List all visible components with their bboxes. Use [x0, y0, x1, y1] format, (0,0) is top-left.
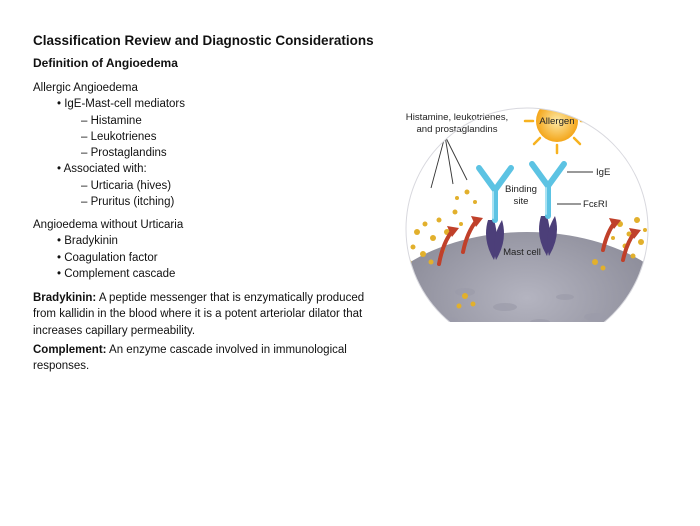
associated-pruritus: – Pruritus (itching) — [81, 196, 175, 209]
illustration-border — [405, 107, 649, 322]
bradykinin-definition: Bradykinin: A peptide messenger that is … — [33, 290, 368, 339]
item-complement-cascade: • Complement cascade — [57, 267, 176, 280]
mast-cell-body — [406, 232, 648, 322]
ige-antibodies — [476, 161, 567, 223]
label-fceri: FcεRI — [583, 199, 608, 210]
label-pointers — [430, 135, 593, 205]
without-urticaria-block: Angioedema without Urticaria • Bradykini… — [33, 217, 368, 282]
allergic-angioedema-block: Allergic Angioedema • IgE-Mast-cell medi… — [33, 80, 368, 210]
item-bradykinin: • Bradykinin — [57, 235, 118, 248]
granules-bottom — [456, 259, 606, 309]
label-histamine-line2: and prostaglandins — [416, 124, 497, 135]
bradykinin-term: Bradykinin: — [33, 292, 97, 304]
fceri-receptors — [486, 216, 557, 260]
associated-urticaria: – Urticaria (hives) — [81, 179, 172, 192]
label-ige: IgE — [596, 167, 610, 178]
mediator-histamine: – Histamine — [81, 114, 142, 127]
mast-cell-svg: Histamine, leukotrienes, and prostagland… — [405, 107, 649, 322]
label-allergen: Allergen — [539, 116, 574, 127]
mast-cell-illustration: Histamine, leukotrienes, and prostagland… — [395, 92, 695, 322]
release-arrow-heads — [447, 216, 641, 239]
mediators-label: • IgE-Mast-cell mediators — [57, 98, 186, 111]
page-title: Classification Review and Diagnostic Con… — [33, 33, 374, 48]
label-binding-line2: site — [514, 196, 529, 207]
without-urticaria-heading: Angioedema without Urticaria — [33, 219, 184, 231]
cell-texture — [442, 288, 606, 322]
complement-term: Complement: — [33, 344, 107, 356]
complement-definition: Complement: An enzyme cascade involved i… — [33, 342, 368, 375]
mediator-prostaglandins: – Prostaglandins — [81, 147, 167, 160]
illustration-circle — [406, 108, 648, 322]
label-histamine-line1: Histamine, leukotrienes, — [406, 112, 508, 123]
associated-label: • Associated with: — [57, 163, 147, 176]
allergic-heading: Allergic Angioedema — [33, 82, 138, 94]
mediator-leukotrienes: – Leukotrienes — [81, 130, 157, 143]
item-coagulation-factor: • Coagulation factor — [57, 251, 158, 264]
section-subtitle: Definition of Angioedema — [33, 56, 178, 70]
complement-text: An enzyme cascade involved in immunologi… — [33, 344, 347, 373]
bradykinin-text: A peptide messenger that is enzymaticall… — [33, 292, 365, 337]
label-mast-cell: Mast cell — [503, 247, 541, 258]
ige-highlights — [492, 187, 547, 219]
label-binding-line1: Binding — [505, 184, 537, 195]
